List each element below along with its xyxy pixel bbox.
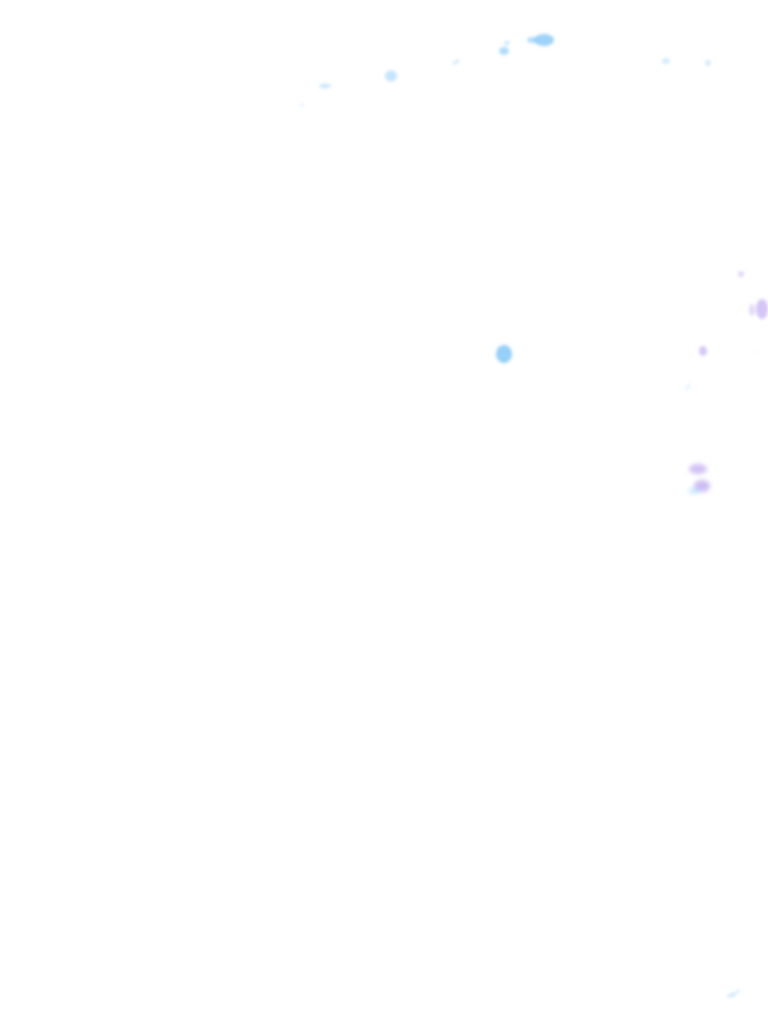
splash-dot bbox=[534, 34, 554, 46]
splash-dot bbox=[749, 304, 755, 316]
splash-dot bbox=[385, 70, 397, 82]
splash-dot bbox=[504, 41, 510, 45]
splash-dot bbox=[452, 59, 460, 65]
right-splatter-cluster bbox=[688, 464, 710, 494]
bottom-splatter-cluster bbox=[459, 332, 740, 998]
splash-dot bbox=[753, 351, 755, 353]
splash-dot bbox=[495, 713, 497, 715]
splash-dot bbox=[736, 989, 740, 993]
splash-dot bbox=[738, 271, 744, 277]
splash-dot bbox=[689, 464, 707, 474]
splash-dot bbox=[496, 345, 512, 363]
splash-dot bbox=[699, 346, 707, 356]
middle-splatter-cluster bbox=[496, 271, 768, 391]
splash-dot bbox=[459, 332, 461, 334]
splash-dot bbox=[499, 47, 509, 55]
splash-dot bbox=[688, 488, 700, 494]
splash-dot bbox=[727, 992, 737, 998]
top-splatter-cluster bbox=[300, 34, 711, 107]
splash-dot bbox=[300, 103, 304, 107]
splash-dot bbox=[662, 58, 670, 64]
splash-dot bbox=[319, 83, 331, 89]
splash-dot bbox=[756, 299, 768, 319]
splash-dot bbox=[685, 383, 691, 391]
splash-dot bbox=[527, 37, 537, 43]
splash-dot bbox=[705, 60, 711, 66]
